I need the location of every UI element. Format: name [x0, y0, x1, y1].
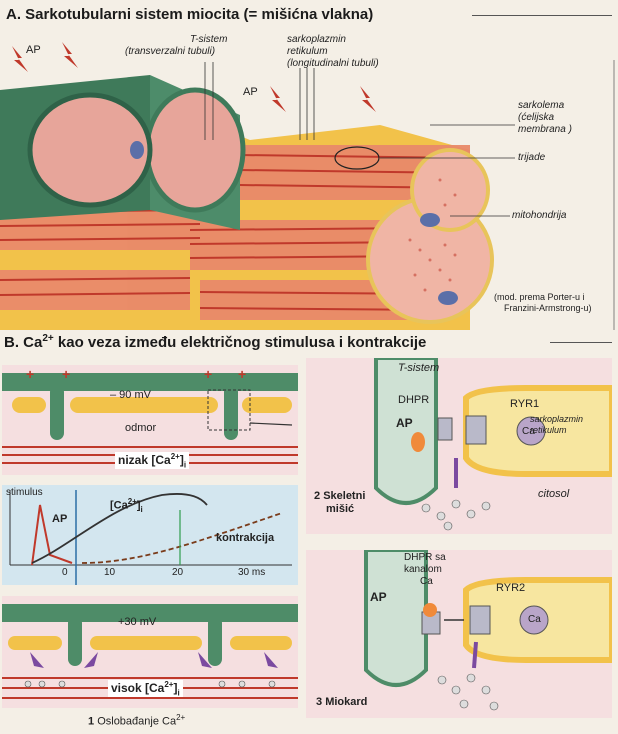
sr-cistern-5: [90, 636, 202, 650]
sarcotubular-illustration: [0, 42, 615, 330]
cardiac-ap: AP: [370, 590, 387, 604]
svg-text:+: +: [204, 366, 212, 382]
dhpr-channel: [437, 417, 453, 441]
cardiac-caption: 3 Miokard: [316, 696, 368, 708]
triad-label: trijade: [518, 152, 546, 163]
svg-text:+: +: [62, 366, 70, 382]
dhpr-cardiac-marker: [423, 603, 437, 617]
section-a-title: A. Sarkotubularni sistem miocita (= miši…: [6, 6, 374, 23]
title-rule: [472, 15, 612, 16]
ap-curve: [31, 504, 73, 566]
skeletal-caption: 2 Skeletni: [314, 490, 366, 502]
t-tubule-4: [208, 616, 222, 666]
membrane-top: [2, 373, 298, 391]
myofilament-dots: [408, 178, 457, 292]
sr-label-1: sarkoplazmin: [287, 34, 346, 45]
zoom-arrow: [249, 422, 293, 426]
skeletal-cytosol: citosol: [538, 488, 570, 500]
sarcolemma-label-1: sarkolema: [518, 100, 565, 111]
dhpr-marker: [411, 432, 425, 452]
graph-ap-label: AP: [52, 513, 68, 525]
section-b-title: B. Ca2+ kao veza između električnog stim…: [4, 333, 427, 351]
skeletal-ryr1: RYR1: [510, 398, 540, 410]
excited-voltage: +30 mV: [118, 616, 157, 628]
graph-bg: [2, 485, 298, 585]
fibril-cross-section: [144, 87, 246, 213]
low-ca-label: nizak [Ca2+]i: [115, 452, 190, 470]
cardiac-panel: [306, 550, 612, 718]
fibril-cross-section-2: [27, 92, 153, 208]
t-tubule-skeletal: [374, 358, 438, 505]
t-system-label: T-sistem: [190, 34, 228, 45]
release-arrows: [30, 652, 278, 668]
sr-label-3: (longitudinalni tubuli): [287, 58, 379, 69]
ap-label-2: AP: [243, 86, 258, 98]
svg-text:+: +: [26, 366, 34, 382]
cardiac-ryr2: RYR2: [496, 582, 526, 594]
cardiac-dhpr-3: Ca: [420, 576, 433, 587]
leader-lines: [204, 62, 515, 217]
graph-ca-label: [Ca2+]i: [110, 497, 143, 514]
sr-cistern-4: [8, 636, 62, 650]
ap-label: AP: [26, 44, 41, 56]
t-tubule-1: [50, 385, 64, 440]
timecourse-graph: [2, 485, 298, 585]
credit-line-1: (mod. prema Porter-u i: [494, 292, 585, 302]
ryr2-channel: [469, 605, 491, 635]
sr-cistern-6: [230, 636, 292, 650]
t-tubule-2: [224, 385, 238, 440]
skeletal-sr-1: sarkoplazmin: [530, 414, 584, 424]
ap-lightning-icons: [12, 42, 376, 112]
stimulus-label: stimulus: [6, 487, 43, 498]
resting-state: odmor: [125, 422, 157, 434]
t-tubule-3: [68, 616, 82, 666]
ryr1-channel: [465, 415, 487, 445]
release-caption: 1 Oslobađanje Ca2+: [88, 713, 186, 728]
title-rule-b: [550, 342, 612, 343]
tick-10: 10: [104, 567, 116, 578]
sr-label-2: retikulum: [287, 46, 328, 57]
tick-20: 20: [172, 567, 184, 578]
mitochondria-1: [420, 213, 440, 227]
contraction-curve: [81, 512, 283, 564]
tick-30: 30 ms: [238, 567, 266, 578]
triad-marker: [334, 146, 380, 170]
ca-sphere-skeletal: [516, 416, 546, 446]
graph-contraction-label: kontrakcija: [216, 532, 275, 544]
svg-text:+: +: [238, 366, 246, 382]
cardiac-dhpr-1: DHPR sa: [404, 552, 446, 563]
skeletal-caption-2: mišić: [326, 503, 355, 515]
cardiac-dhpr-2: kanalom: [404, 564, 442, 575]
mitochondria-2: [438, 291, 458, 305]
sarcolemma-label-3: membrana ): [518, 124, 572, 135]
high-ca-label: visok [Ca2+]i: [108, 680, 183, 698]
plus-signs-top: + + + +: [26, 366, 246, 382]
skeletal-ap: AP: [396, 416, 413, 430]
mitochondria-3: [130, 141, 144, 159]
ca-ions-skeletal: [421, 499, 491, 531]
ca-ions-bottom: [24, 680, 276, 688]
sr-cistern-2: [70, 397, 218, 413]
ca-curve: [31, 493, 208, 564]
ca-ions-cardiac: [437, 673, 499, 711]
cardiac-ca: Ca: [528, 614, 541, 625]
credit-line-2: Franzini-Armstrong-u): [504, 303, 592, 313]
fibril-cross-section-4: [410, 148, 490, 232]
cardiac-release-path: [472, 641, 478, 669]
t-system-sub: (transverzalni tubuli): [125, 46, 216, 57]
tick-0: 0: [62, 567, 68, 578]
skeletal-t-system: T-sistem: [398, 362, 440, 374]
skeletal-panel: [306, 358, 612, 534]
zoom-box: [207, 389, 251, 431]
mitochondria-label: mitohondrija: [512, 210, 567, 221]
sr-cistern-1: [12, 397, 46, 413]
skeletal-dhpr: DHPR: [398, 394, 430, 406]
resting-voltage: – 90 mV: [110, 389, 151, 401]
sarcolemma-label-2: (ćelijska: [518, 112, 555, 123]
skeletal-ca: Ca: [522, 426, 535, 437]
skeletal-sr-2: retikulum: [530, 425, 567, 435]
sr-cistern-3: [242, 397, 292, 413]
ca-sphere-cardiac: [519, 605, 549, 635]
t-tubule-cardiac: [364, 550, 428, 687]
